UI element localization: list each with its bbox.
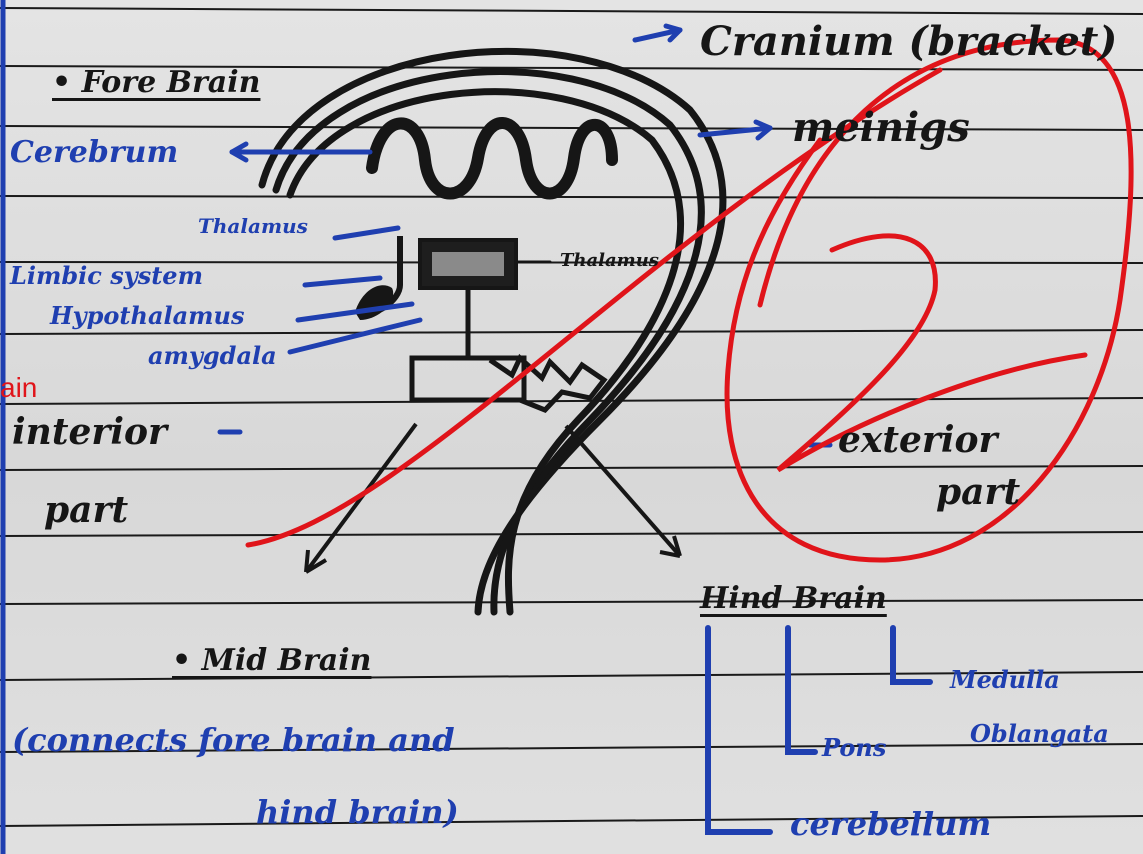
rule-line	[0, 126, 1143, 130]
interior-part-label: part	[44, 492, 128, 528]
arrow-limbic	[305, 278, 380, 285]
thalamus-left-label: Thalamus	[198, 216, 308, 236]
midbrain-box	[412, 358, 524, 400]
mid-brain-heading: • Mid Brain	[172, 646, 371, 676]
grade-mark: 2	[832, 200, 833, 201]
ruled-lines	[0, 8, 1143, 826]
red-note-fragment: ain	[0, 374, 37, 402]
arrow-exterior	[566, 426, 680, 556]
interior-label: interior	[12, 414, 167, 450]
arrow-amygdala	[290, 320, 420, 352]
mid-brain-note-line1: (connects fore brain and	[12, 724, 455, 756]
bracket-cerebellum	[708, 628, 770, 832]
hind-brain-bracket	[708, 628, 930, 832]
exterior-label: exterior	[838, 422, 998, 458]
bracket-pons	[788, 628, 815, 752]
meninges-label: meinigs	[792, 108, 970, 148]
limbic-system-label: Limbic system	[10, 264, 203, 288]
limbic-blob	[355, 285, 393, 320]
rule-line	[0, 196, 1143, 198]
cerebrum-label: Cerebrum	[10, 138, 178, 168]
pons-label: Pons	[822, 736, 886, 760]
cerebellum-label: cerebellum	[790, 808, 991, 840]
oblongata-label: Oblangata	[970, 722, 1109, 746]
rule-line	[0, 8, 1143, 14]
arrow-thalamus-left	[335, 228, 398, 238]
hind-brain-heading: Hind Brain	[700, 584, 887, 614]
cranium-label: Cranium (bracket)	[700, 22, 1117, 62]
medulla-label: Medulla	[950, 668, 1060, 692]
cerebrum-wave	[372, 123, 612, 194]
rule-line	[0, 600, 1143, 604]
arrow-hypothalamus	[298, 304, 412, 320]
hypothalamus-label: Hypothalamus	[50, 304, 245, 328]
thalamus-core	[432, 252, 504, 276]
amygdala-label: amygdala	[148, 344, 277, 368]
thalamus-right-label: Thalamus	[560, 252, 659, 270]
rule-line	[0, 398, 1143, 404]
fore-brain-heading: • Fore Brain	[52, 68, 260, 98]
exterior-part-label: part	[936, 474, 1020, 510]
mid-brain-note-line2: hind brain)	[256, 796, 459, 828]
rule-line	[0, 466, 1143, 470]
